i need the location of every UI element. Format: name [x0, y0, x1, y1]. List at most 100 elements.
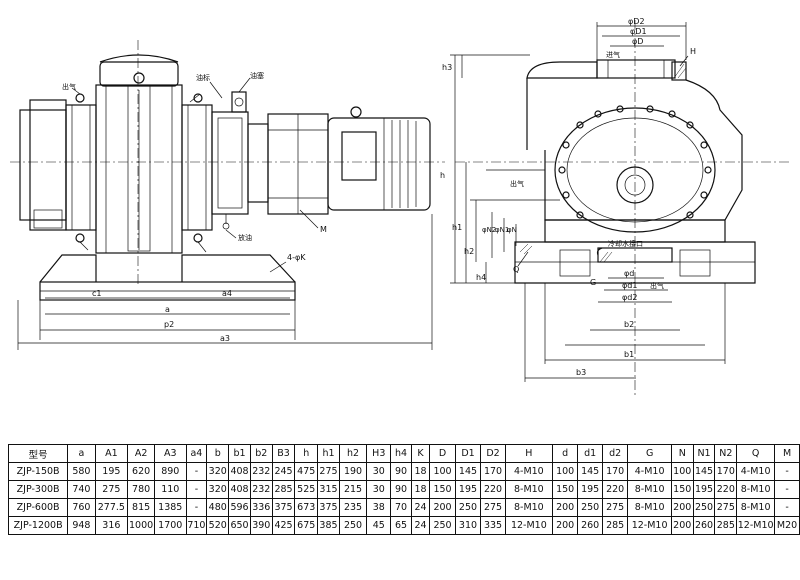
table-cell: 65: [390, 516, 412, 535]
table-cell: 620: [127, 462, 156, 481]
dim-phid: φd: [624, 269, 634, 278]
table-cell: 475: [294, 462, 319, 481]
table-cell: 285: [271, 480, 296, 499]
dim-h2: h2: [464, 247, 474, 256]
table-cell: 110: [154, 480, 187, 499]
dim-a3: a3: [220, 334, 230, 343]
label-bolt-holes: 4-φK: [287, 253, 306, 262]
table-header-cell: D1: [454, 444, 482, 463]
table-cell: 190: [338, 462, 368, 481]
table-cell: 815: [127, 498, 156, 517]
dim-phiN2: φN2: [482, 226, 496, 234]
table-cell: 232: [249, 462, 273, 481]
table-cell: 275: [317, 462, 340, 481]
table-cell: 12-M10: [736, 516, 776, 535]
table-header-cell: d: [551, 444, 579, 463]
table-cell: 4-M10: [627, 462, 672, 481]
table-cell: 200: [670, 498, 694, 517]
table-header-cell: H3: [366, 444, 392, 463]
table-cell: -: [185, 498, 208, 517]
table-cell: 170: [714, 462, 738, 481]
table-cell: 320: [206, 480, 230, 499]
table-header-cell: B3: [271, 444, 296, 463]
table-cell: 1385: [154, 498, 187, 517]
table-cell: 480: [206, 498, 230, 517]
table-cell: -: [185, 480, 208, 499]
dim-b1: b1: [624, 350, 634, 359]
label-tap-H: H: [690, 47, 696, 56]
table-cell: 220: [480, 480, 506, 499]
table-header-cell: d2: [601, 444, 629, 463]
table-cell: 425: [271, 516, 296, 535]
table-cell: 170: [601, 462, 629, 481]
table-header-cell: h1: [317, 444, 340, 463]
table-header-cell: b1: [228, 444, 251, 463]
table-cell: 12-M10: [627, 516, 672, 535]
table-cell: 215: [338, 480, 368, 499]
table-cell: 275: [601, 498, 629, 517]
table-cell: ZJP-1200B: [7, 516, 69, 535]
dim-c1: c1: [92, 289, 102, 298]
table-cell: 520: [206, 516, 230, 535]
table-cell: 780: [127, 480, 156, 499]
table-cell: 596: [228, 498, 251, 517]
table-header-cell: N1: [692, 444, 716, 463]
label-oil-drain: 放油: [238, 233, 252, 242]
table-cell: 90: [390, 462, 412, 481]
dim-phiD: φD: [632, 37, 643, 46]
table-cell: 375: [317, 498, 340, 517]
table-cell: 8-M10: [504, 480, 553, 499]
label-inlet-top: 进气: [606, 50, 620, 59]
table-header-cell: M: [774, 444, 800, 463]
table-cell: 8-M10: [627, 498, 672, 517]
dim-phid2: φd2: [622, 293, 637, 302]
table-cell: 316: [94, 516, 129, 535]
table-cell: 24: [410, 516, 431, 535]
dim-h1: h1: [452, 223, 462, 232]
table-header-cell: D2: [480, 444, 506, 463]
dim-a4: a4: [222, 289, 232, 298]
table-cell: 100: [429, 462, 456, 481]
table-header-cell: h4: [390, 444, 412, 463]
table-cell: 170: [480, 462, 506, 481]
table-cell: 220: [601, 480, 629, 499]
table-cell: 260: [692, 516, 716, 535]
table-cell: 285: [714, 516, 738, 535]
table-cell: 195: [577, 480, 603, 499]
dim-h4: h4: [476, 273, 486, 282]
table-header-cell: h: [294, 444, 319, 463]
table-cell: 1000: [127, 516, 156, 535]
table-cell: 145: [454, 462, 482, 481]
table-header-cell: d1: [577, 444, 603, 463]
table-cell: 4-M10: [504, 462, 553, 481]
table-cell: 245: [271, 462, 296, 481]
table-cell: 232: [249, 480, 273, 499]
table-cell: 18: [410, 462, 431, 481]
table-cell: 8-M10: [736, 480, 776, 499]
table-cell: 145: [692, 462, 716, 481]
table-cell: -: [185, 462, 208, 481]
table-cell: 150: [670, 480, 694, 499]
table-header-cell: Q: [736, 444, 776, 463]
table-cell: 408: [228, 462, 251, 481]
table-cell: 275: [714, 498, 738, 517]
label-oil-window: 油标: [196, 73, 210, 82]
table-cell: 710: [185, 516, 208, 535]
table-cell: 150: [551, 480, 579, 499]
table-header-cell: D: [429, 444, 456, 463]
table-cell: 38: [366, 498, 392, 517]
table-header-cell: G: [627, 444, 672, 463]
table-cell: 650: [228, 516, 251, 535]
dim-h: h: [440, 171, 445, 180]
table-cell: 195: [692, 480, 716, 499]
dim-h3: h3: [442, 63, 452, 72]
side-view: 进气 H 出气 Q G 出气 冷却水接口 φD2 φD1 φD h3 h h1 …: [440, 17, 790, 395]
dim-b3: b3: [576, 368, 586, 377]
